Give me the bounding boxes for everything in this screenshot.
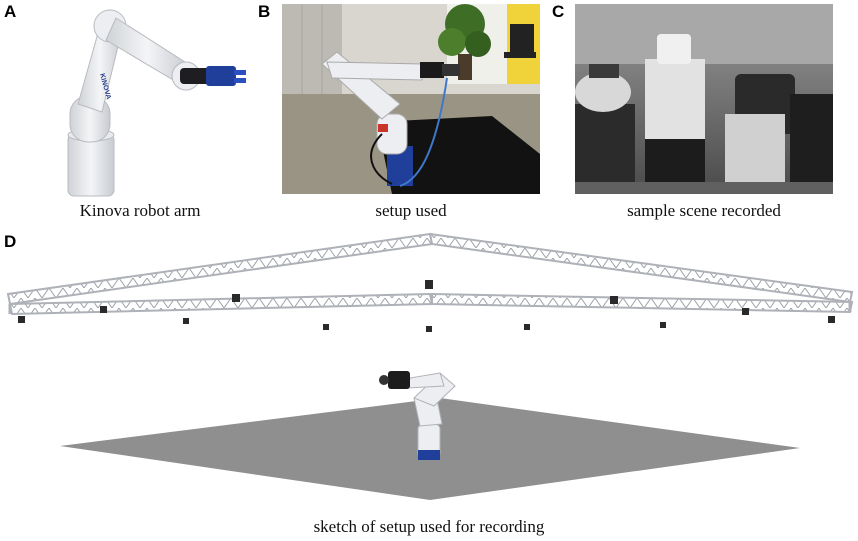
truss-frame	[6, 232, 854, 316]
panel-a-caption: Kinova robot arm	[79, 201, 201, 220]
panel-b-caption: setup used	[375, 201, 447, 220]
panel-b-setup-photo	[282, 4, 540, 194]
panel-letter-c: C	[552, 2, 565, 21]
panel-d-caption: sketch of setup used for recording	[313, 517, 545, 536]
panel-c-sample-scene-image	[575, 4, 833, 194]
camera-icons	[18, 280, 835, 332]
robot-arm-sketch	[379, 371, 456, 460]
panel-letter-d: D	[4, 232, 17, 251]
panel-letter-a: A	[4, 2, 17, 21]
panel-a-robot-arm-image: KINOVA	[30, 4, 250, 200]
panel-d-setup-sketch	[0, 228, 858, 518]
panel-c-caption: sample scene recorded	[627, 201, 781, 220]
panel-letter-b: B	[258, 2, 271, 21]
